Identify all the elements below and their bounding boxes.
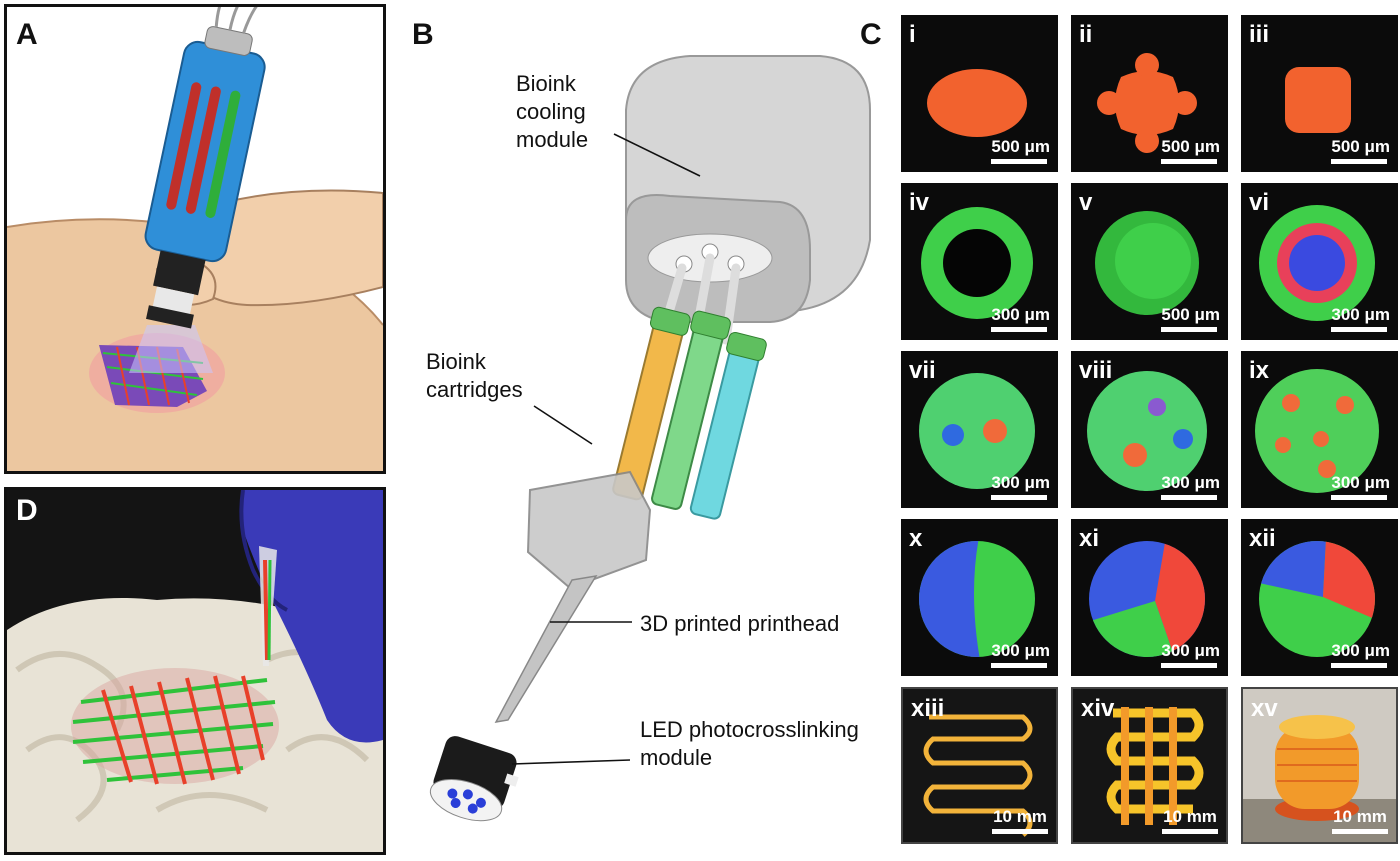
handheld-bioprinter-illustration [7, 7, 383, 471]
scale-bar: 500 μm [1331, 137, 1390, 164]
tile-numeral: xi [1079, 525, 1100, 552]
fiber-tile-iii: iii 500 μm [1241, 15, 1398, 172]
tile-numeral: i [909, 21, 916, 48]
panel-a-label: A [16, 18, 38, 51]
scale-bar: 300 μm [1331, 641, 1390, 668]
fiber-tile-v: v 500 μm [1071, 183, 1228, 340]
tile-numeral: xii [1249, 525, 1276, 552]
fiber-tile-xii: xii 300 μm [1241, 519, 1398, 676]
tile-numeral: iv [909, 189, 930, 216]
fiber-tile-vii: vii 300 μm [901, 351, 1058, 508]
panel-a [4, 4, 386, 474]
scale-bar: 500 μm [991, 137, 1050, 164]
panel-b-label: B [412, 18, 434, 51]
scale-bar: 300 μm [1331, 473, 1390, 500]
fiber-tile-xiii: xiii 10 mm [901, 687, 1058, 844]
brain-model-print-photo [7, 490, 383, 852]
tile-numeral: vi [1249, 189, 1270, 216]
fiber-tile-xi: xi 300 μm [1071, 519, 1228, 676]
panel-d [4, 487, 386, 855]
tile-numeral: xv [1251, 695, 1278, 722]
fiber-tile-vi: vi 300 μm [1241, 183, 1398, 340]
scale-bar: 10 mm [1162, 807, 1218, 834]
panel-c-label: C [860, 18, 882, 51]
callout-printhead: 3D printed printhead [640, 611, 840, 636]
fiber-tile-xv: xv 10 mm [1241, 687, 1398, 844]
fiber-tile-ix: ix 300 μm [1241, 351, 1398, 508]
cooling-module-shape [625, 55, 871, 323]
scale-bar: 300 μm [991, 305, 1050, 332]
tile-numeral: ix [1249, 357, 1270, 384]
tile-numeral: viii [1079, 357, 1113, 384]
tile-numeral: v [1079, 189, 1093, 216]
fiber-tile-ii: ii 500 μm [1071, 15, 1228, 172]
tile-numeral: iii [1249, 21, 1270, 48]
scale-bar: 500 μm [1161, 305, 1220, 332]
callout-bioink-cartridges: Bioink cartridges [426, 349, 523, 403]
tile-numeral: xiii [911, 695, 945, 722]
fiber-tile-viii: viii 300 μm [1071, 351, 1228, 508]
fiber-tile-x: x 300 μm [901, 519, 1058, 676]
scale-bar: 300 μm [1161, 641, 1220, 668]
printhead-diagram [429, 55, 871, 822]
scale-bar: 300 μm [1161, 473, 1220, 500]
tile-numeral: xiv [1081, 695, 1115, 722]
panel-d-label: D [16, 494, 38, 527]
scale-bar: 300 μm [991, 473, 1050, 500]
fiber-tile-iv: iv 300 μm [901, 183, 1058, 340]
callout-led-module: LED photocrosslinking module [640, 717, 859, 771]
tile-numeral: vii [909, 357, 936, 384]
fiber-tile-xiv: xiv 10 mm [1071, 687, 1228, 844]
scale-bar: 10 mm [992, 807, 1048, 834]
tile-numeral: ii [1079, 21, 1093, 48]
scale-bar: 10 mm [1332, 807, 1388, 834]
scale-bar: 300 μm [1331, 305, 1390, 332]
scale-bar: 500 μm [1161, 137, 1220, 164]
scale-bar: 300 μm [991, 641, 1050, 668]
tile-numeral: x [909, 525, 923, 552]
callout-cooling-module: Bioink cooling module [516, 71, 589, 153]
fiber-tile-i: i 500 μm [901, 15, 1058, 172]
